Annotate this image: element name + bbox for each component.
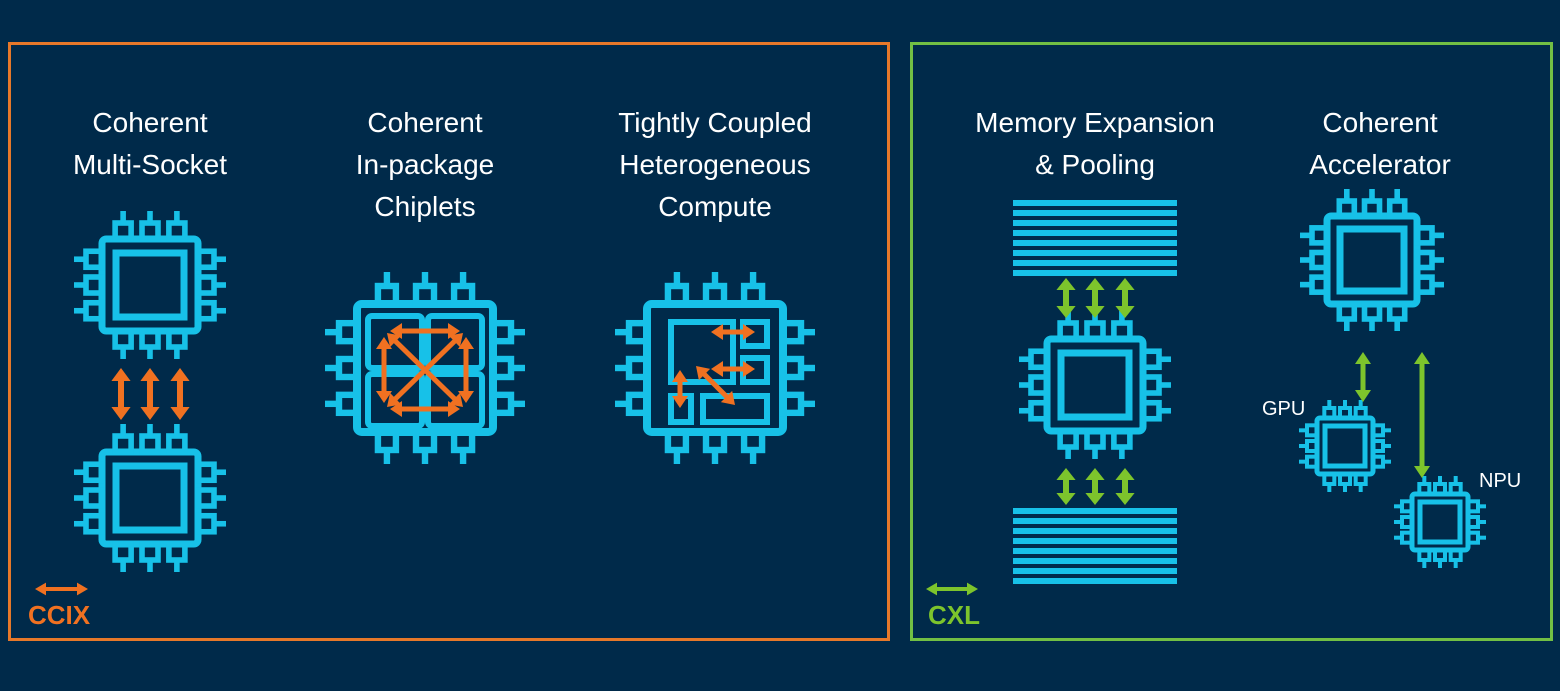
cxl-legend-arrow <box>926 582 978 596</box>
chiplet-die-1 <box>365 313 425 371</box>
ccix-legend-label: CCIX <box>28 600 91 630</box>
memory-line <box>1013 210 1177 216</box>
ccix-hetero-arrow-4 <box>696 366 735 405</box>
ccix-chiplet-arrow-bottom <box>390 401 460 417</box>
memory-line <box>1013 518 1177 524</box>
ccix-chiplet-arrow-left <box>376 337 392 403</box>
chip-host-cpu <box>1300 189 1444 331</box>
cxl-memory-arrow-bottom-3 <box>1115 468 1135 505</box>
ccix-hetero-arrow-1 <box>711 324 755 340</box>
ccix-hetero-arrow-3 <box>672 370 688 408</box>
ccix-chiplet-arrow-right <box>458 337 474 403</box>
chip-socket-bottom <box>74 424 226 572</box>
cxl-memory-arrow-top-1 <box>1056 278 1076 318</box>
chiplet-die-4 <box>425 371 485 429</box>
ccix-hetero-arrow-2 <box>711 361 755 377</box>
memory-line <box>1013 220 1177 226</box>
label-coherent-accelerator: Coherent Accelerator <box>1309 107 1451 180</box>
memory-stack-bottom <box>1013 508 1177 584</box>
chiplet-die-3 <box>365 371 425 429</box>
memory-line <box>1013 200 1177 206</box>
chip-socket-top <box>74 211 226 359</box>
ccix-socket-arrow-1 <box>111 368 131 420</box>
chip-chiplets <box>325 272 525 464</box>
hetero-block-1 <box>668 319 736 385</box>
cxl-legend-label: CXL <box>928 600 980 630</box>
memory-line <box>1013 528 1177 534</box>
ccix-chiplet-arrow-diag2 <box>387 333 463 407</box>
memory-line <box>1013 578 1177 584</box>
chip-gpu <box>1299 400 1391 492</box>
cxl-gpu-arrow <box>1355 352 1371 402</box>
label-coherent-multi-socket: Coherent Multi-Socket <box>72 107 228 180</box>
cxl-memory-arrow-top-3 <box>1115 278 1135 318</box>
ccix-socket-arrow-3 <box>170 368 190 420</box>
cxl-memory-arrow-top-2 <box>1085 278 1105 318</box>
cxl-npu-arrow <box>1414 352 1430 478</box>
ccix-chiplet-arrow-top <box>390 323 460 339</box>
ccix-legend-arrow <box>35 582 88 596</box>
memory-line <box>1013 270 1177 276</box>
label-coherent-in-package-chiplets: Coherent In-package Chiplets <box>355 107 495 222</box>
cxl-memory-arrow-bottom-2 <box>1085 468 1105 505</box>
memory-line <box>1013 548 1177 554</box>
hetero-block-5 <box>700 393 770 425</box>
ccix-socket-arrow-2 <box>140 368 160 420</box>
label-tightly-coupled-heterogeneous-compute: Tightly Coupled Heterogeneous Compute <box>618 107 812 222</box>
memory-line <box>1013 508 1177 514</box>
ccix-panel <box>8 42 890 641</box>
memory-stack-top <box>1013 200 1177 276</box>
memory-line <box>1013 240 1177 246</box>
chiplet-die-2 <box>425 313 485 371</box>
memory-line <box>1013 568 1177 574</box>
label-memory-expansion-pooling: Memory Expansion & Pooling <box>975 107 1215 180</box>
chip-memory-host <box>1019 311 1171 459</box>
gpu-label: GPU <box>1262 398 1306 420</box>
memory-line <box>1013 260 1177 266</box>
chip-heterogeneous <box>615 272 815 464</box>
cxl-panel <box>910 42 1553 641</box>
memory-line <box>1013 538 1177 544</box>
memory-line <box>1013 250 1177 256</box>
cxl-memory-arrow-bottom-1 <box>1056 468 1076 505</box>
memory-line <box>1013 558 1177 564</box>
memory-line <box>1013 230 1177 236</box>
chip-npu <box>1394 476 1486 568</box>
npu-label: NPU <box>1479 470 1522 492</box>
